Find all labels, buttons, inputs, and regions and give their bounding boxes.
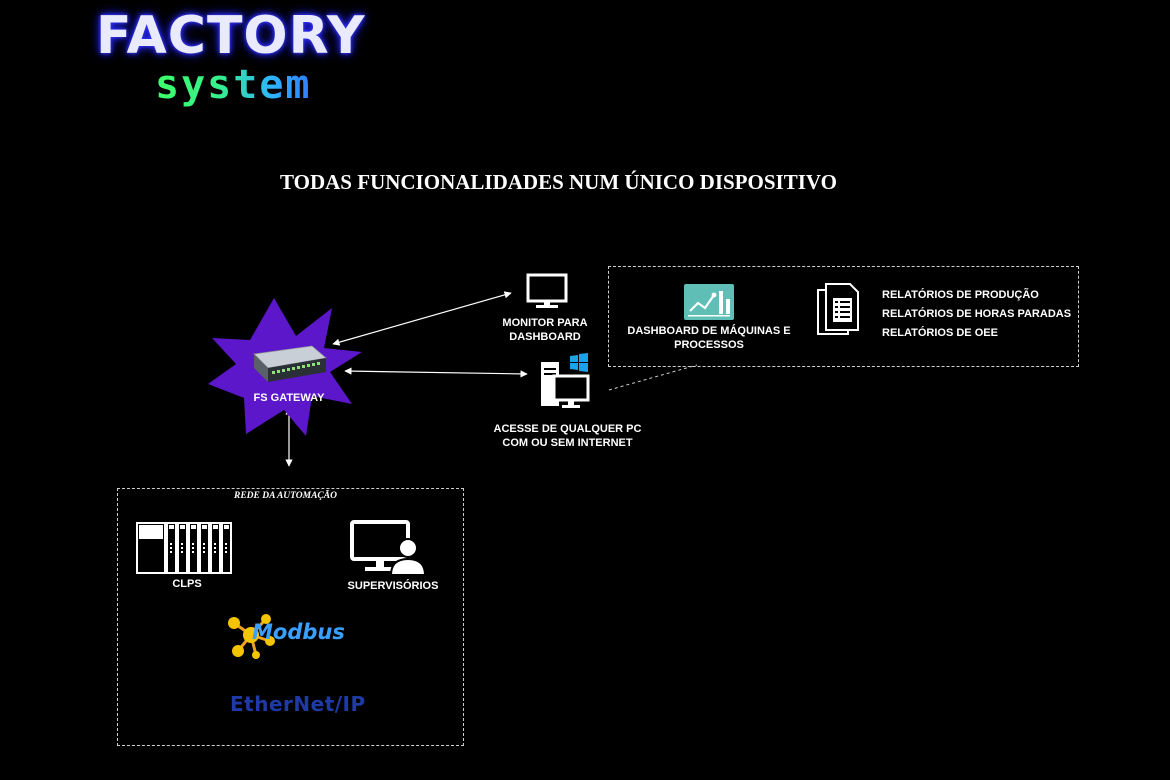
reports-list: RELATÓRIOS DE PRODUÇÃO RELATÓRIOS DE HOR…	[882, 286, 1071, 343]
pc-windows-icon	[541, 353, 590, 408]
arrow-gateway-pc	[344, 367, 528, 378]
modbus-logo-icon	[228, 614, 275, 659]
report-item: RELATÓRIOS DE OEE	[882, 327, 998, 339]
monitor-label: MONITOR PARA DASHBOARD	[502, 317, 588, 343]
arrow-gateway-monitor	[332, 291, 512, 346]
report-item: RELATÓRIOS DE PRODUÇÃO	[882, 289, 1039, 301]
gateway-label: FS GATEWAY	[253, 392, 325, 404]
clps-label: CLPS	[172, 578, 202, 590]
pc-label: ACESSE DE QUALQUER PC COM OU SEM INTERNE…	[493, 423, 642, 449]
dashboard-label: DASHBOARD DE MÁQUINAS E PROCESSOS	[627, 325, 791, 351]
supervisory-user-icon	[350, 520, 427, 576]
dashed-link-pc-dashboard	[608, 364, 698, 391]
ethernet-ip-logo: EtherNet/IP	[230, 692, 366, 716]
dashboard-reports-box	[608, 266, 1079, 367]
automation-network-box	[117, 488, 464, 746]
supervisorios-label: SUPERVISÓRIOS	[347, 580, 439, 592]
plc-rack-icon	[136, 522, 232, 574]
dashboard-chart-icon	[684, 284, 734, 320]
report-item: RELATÓRIOS DE HORAS PARADAS	[882, 308, 1072, 320]
modbus-logo: Modbus	[252, 620, 345, 644]
automation-network-title: REDE DA AUTOMAÇÃO	[234, 491, 337, 501]
network-switch-icon	[253, 345, 327, 382]
logo-factory: FACTORY	[96, 6, 366, 66]
logo-system: system	[155, 62, 312, 108]
report-document-icon	[817, 283, 859, 335]
page-title: TODAS FUNCIONALIDADES NUM ÚNICO DISPOSIT…	[280, 170, 837, 194]
monitor-icon	[526, 273, 568, 308]
